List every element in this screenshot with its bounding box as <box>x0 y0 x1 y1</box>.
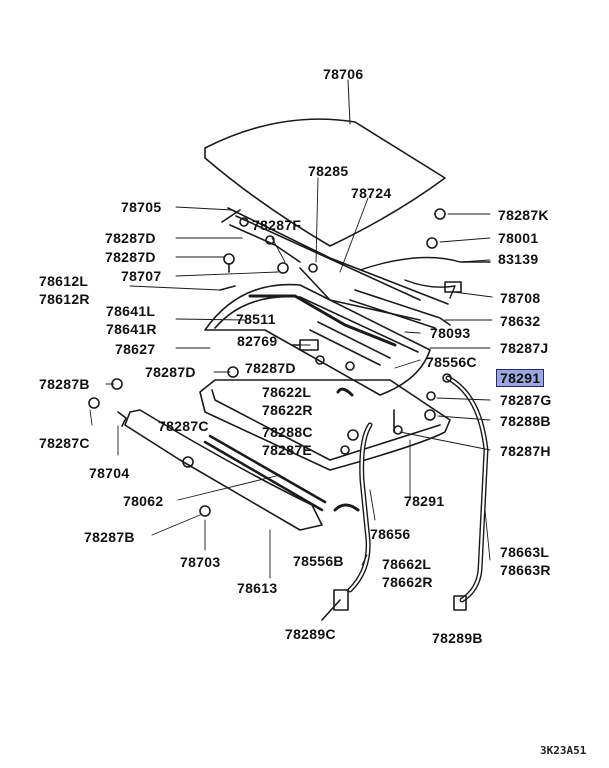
label-78724[interactable]: 78724 <box>351 185 392 201</box>
label-78287d[interactable]: 78287D <box>105 230 156 246</box>
label-78627[interactable]: 78627 <box>115 341 156 357</box>
label-78093[interactable]: 78093 <box>430 325 471 341</box>
label-78289c[interactable]: 78289C <box>285 626 336 642</box>
label-78287g[interactable]: 78287G <box>500 392 552 408</box>
label-78703[interactable]: 78703 <box>180 554 221 570</box>
label-78287f[interactable]: 78287F <box>252 217 302 233</box>
label-78662r[interactable]: 78662R <box>382 574 433 590</box>
label-78708[interactable]: 78708 <box>500 290 541 306</box>
label-78612l[interactable]: 78612L <box>39 273 89 289</box>
label-78287d[interactable]: 78287D <box>105 249 156 265</box>
upper-frame <box>221 207 449 305</box>
lower-frame <box>199 379 451 471</box>
label-78622l[interactable]: 78622L <box>262 384 312 400</box>
label-78287d[interactable]: 78287D <box>145 364 196 380</box>
label-78287c[interactable]: 78287C <box>39 435 90 451</box>
diagram-code: 3K23A51 <box>540 744 587 757</box>
label-78706[interactable]: 78706 <box>323 66 364 82</box>
label-78287k[interactable]: 78287K <box>498 207 549 223</box>
label-78663l[interactable]: 78663L <box>500 544 550 560</box>
label-78641l[interactable]: 78641L <box>106 303 156 319</box>
label-78001[interactable]: 78001 <box>498 230 539 246</box>
label-78612r[interactable]: 78612R <box>39 291 90 307</box>
label-78287c[interactable]: 78287C <box>158 418 209 434</box>
glass-panel <box>204 118 446 247</box>
label-78622r[interactable]: 78622R <box>262 402 313 418</box>
label-78288b[interactable]: 78288B <box>500 413 551 429</box>
label-78062[interactable]: 78062 <box>123 493 164 509</box>
label-78704[interactable]: 78704 <box>89 465 130 481</box>
label-78287b[interactable]: 78287B <box>84 529 135 545</box>
label-78289b[interactable]: 78289B <box>432 630 483 646</box>
label-83139[interactable]: 83139 <box>498 251 539 267</box>
label-78632[interactable]: 78632 <box>500 313 541 329</box>
label-78511[interactable]: 78511 <box>236 311 276 327</box>
label-78287j[interactable]: 78287J <box>500 340 549 356</box>
main-frame <box>204 283 431 396</box>
label-78287h[interactable]: 78287H <box>500 443 551 459</box>
label-78663r[interactable]: 78663R <box>500 562 551 578</box>
label-78291[interactable]: 78291 <box>404 493 445 509</box>
label-78556c[interactable]: 78556C <box>426 354 477 370</box>
label-78285[interactable]: 78285 <box>308 163 349 179</box>
cable <box>359 256 491 299</box>
label-78287b[interactable]: 78287B <box>39 376 90 392</box>
label-78556b[interactable]: 78556B <box>293 553 344 569</box>
label-78288c[interactable]: 78288C <box>262 424 313 440</box>
label-78287e[interactable]: 78287E <box>262 442 313 458</box>
label-78662l[interactable]: 78662L <box>382 556 432 572</box>
label-82769[interactable]: 82769 <box>237 333 278 349</box>
label-78291-selected[interactable]: 78291 <box>495 369 545 387</box>
deflector-panel <box>124 409 323 531</box>
label-78707[interactable]: 78707 <box>121 268 162 284</box>
label-78613[interactable]: 78613 <box>237 580 278 596</box>
label-78641r[interactable]: 78641R <box>106 321 157 337</box>
label-78656[interactable]: 78656 <box>370 526 411 542</box>
label-78287d[interactable]: 78287D <box>245 360 296 376</box>
label-78705[interactable]: 78705 <box>121 199 162 215</box>
